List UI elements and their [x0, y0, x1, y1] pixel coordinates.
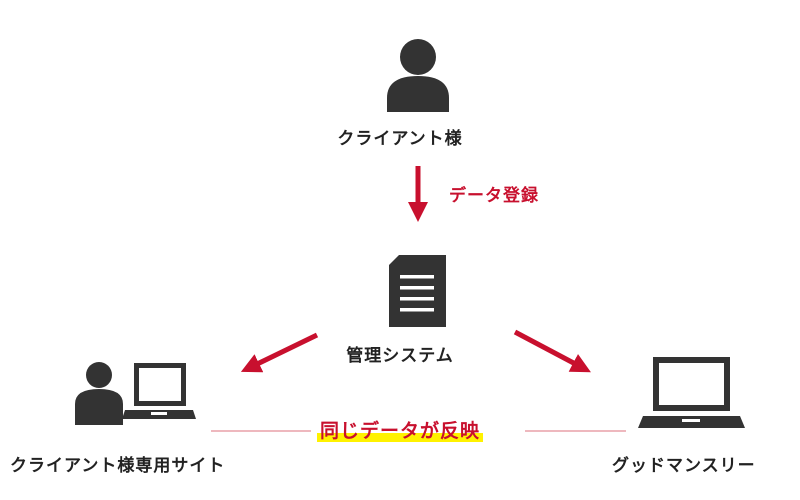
register-label: データ登録 — [449, 186, 539, 206]
good-monthly-label: グッドマンスリー — [612, 456, 756, 476]
document-icon — [389, 255, 446, 327]
laptop-icon — [638, 357, 745, 428]
same-data-label-wrapper: 同じデータが反映 — [0, 416, 800, 443]
client-site-label: クライアント様専用サイト — [10, 456, 226, 476]
system-label: 管理システム — [346, 346, 454, 366]
person-icon — [387, 39, 449, 112]
client-label: クライアント様 — [337, 129, 463, 149]
arrow-to-client-site — [240, 332, 319, 373]
person-with-laptop-icon — [75, 362, 196, 425]
arrow-to-good-monthly — [513, 329, 591, 373]
same-data-label: 同じデータが反映 — [316, 420, 483, 442]
